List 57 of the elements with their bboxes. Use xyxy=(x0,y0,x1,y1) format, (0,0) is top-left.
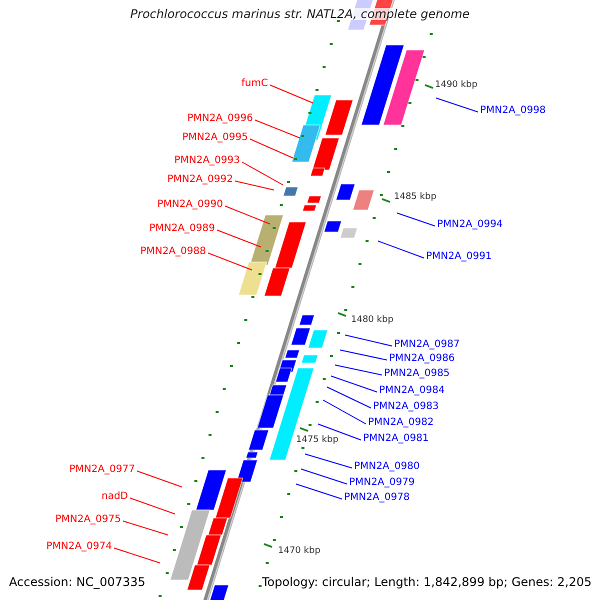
info-text: Topology: circular; Length: 1,842,899 bp; Genes: 2,205 xyxy=(262,576,592,588)
gene-label: PMN2A_0982 xyxy=(368,417,434,429)
scale-label: 1470 kbp xyxy=(278,545,320,557)
leader-line xyxy=(334,364,382,376)
leader-line xyxy=(122,520,168,536)
leader-line xyxy=(234,180,274,190)
gene-label: PMN2A_0985 xyxy=(384,368,450,380)
gene-label: PMN2A_0993 xyxy=(174,155,240,167)
gene-label: PMN2A_0990 xyxy=(157,199,223,211)
leader-line xyxy=(396,212,436,226)
leader-line xyxy=(330,376,378,392)
gene-label: PMN2A_0981 xyxy=(363,433,429,445)
gene-label: PMN2A_0988 xyxy=(140,246,206,258)
info-text: Accession: NC_007335 xyxy=(9,576,146,588)
leader-line xyxy=(304,454,352,468)
gene-label: PMN2A_0983 xyxy=(373,401,439,413)
leader-line xyxy=(254,120,300,138)
gene-label: PMN2A_0975 xyxy=(55,514,121,526)
leader-line xyxy=(436,98,478,112)
leader-line xyxy=(114,548,160,564)
scale-label: 1490 kbp xyxy=(435,79,478,91)
gene-label: PMN2A_0996 xyxy=(187,113,253,125)
leader-line xyxy=(340,350,388,360)
leader-line xyxy=(224,206,270,224)
gene-label: PMN2A_0987 xyxy=(394,339,460,351)
gene-label: PMN2A_0991 xyxy=(426,251,492,263)
leader-line xyxy=(216,230,262,248)
gene-label: PMN2A_0995 xyxy=(182,132,248,144)
gene-label: PMN2A_0989 xyxy=(149,223,215,235)
leader-line xyxy=(270,84,314,104)
gene-label: PMN2A_0980 xyxy=(354,461,420,473)
leader-line xyxy=(296,484,342,500)
gene-label: PMN2A_0979 xyxy=(349,477,415,489)
leader-line xyxy=(322,400,366,424)
leader-line xyxy=(300,468,348,484)
leader-line xyxy=(378,240,424,258)
scale-label: 1475 kbp xyxy=(296,434,338,446)
leader-line xyxy=(326,386,372,408)
leader-line xyxy=(136,470,182,488)
leader-line xyxy=(208,252,252,270)
gene-label: fumC xyxy=(241,78,268,90)
scale-label: 1480 kbp xyxy=(351,314,394,326)
gene-label: PMN2A_0992 xyxy=(167,174,233,186)
gene-label: PMN2A_0984 xyxy=(379,385,445,397)
leader-line xyxy=(130,498,176,514)
gene-label: PMN2A_0994 xyxy=(437,219,503,231)
leader-line xyxy=(344,334,392,346)
leader-line xyxy=(318,424,362,440)
gene-label: PMN2A_0977 xyxy=(69,464,135,476)
leader-line xyxy=(250,138,294,158)
gene-label: PMN2A_0998 xyxy=(480,105,546,117)
gene-label: PMN2A_0986 xyxy=(389,353,455,365)
scale-label: 1485 kbp xyxy=(394,191,436,203)
gene-label: PMN2A_0978 xyxy=(344,492,410,504)
gene-label: nadD xyxy=(101,491,128,503)
leader-line xyxy=(242,162,284,186)
gene-label: PMN2A_0974 xyxy=(46,541,112,553)
